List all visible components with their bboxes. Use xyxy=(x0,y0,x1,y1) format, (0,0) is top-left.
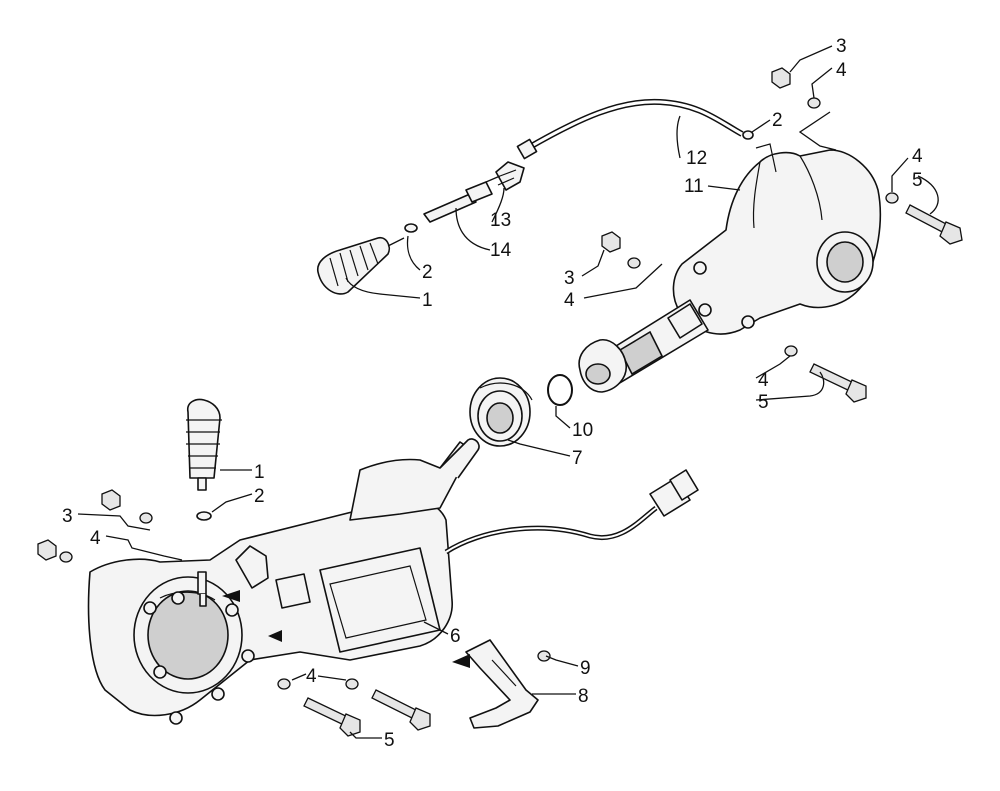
direction-arrow-mid xyxy=(268,630,282,642)
nut-left-upper xyxy=(101,489,153,524)
callout-4-lower: 4 xyxy=(758,370,769,391)
callout-2-left: 2 xyxy=(254,486,265,507)
leader-lines xyxy=(77,45,939,739)
callout-3-top: 3 xyxy=(836,36,847,57)
callout-4-right: 4 xyxy=(912,146,923,167)
bracket-screw xyxy=(537,650,551,662)
shift-bracket xyxy=(465,639,539,729)
rear-gear-case xyxy=(672,143,882,335)
e-clip-top xyxy=(742,130,754,140)
bolt-right-lower xyxy=(784,345,867,403)
callout-labels: 3 4 2 12 4 5 11 13 14 2 1 3 4 4 5 10 7 1… xyxy=(62,36,923,751)
e-clip-mid xyxy=(404,223,418,233)
callout-8: 8 xyxy=(578,686,589,707)
shift-boot-left xyxy=(186,398,222,491)
callout-13: 13 xyxy=(490,210,511,231)
shift-cable xyxy=(516,98,744,160)
callout-4-top: 4 xyxy=(836,60,847,81)
callout-12: 12 xyxy=(686,148,707,169)
e-clip-left xyxy=(196,511,212,521)
wiring-harness xyxy=(444,469,699,555)
nut-mid xyxy=(601,231,641,269)
callout-4-left: 4 xyxy=(90,528,101,549)
drive-shaft-boot xyxy=(469,377,533,447)
rear-drive-shaft xyxy=(578,299,709,393)
o-ring xyxy=(547,374,573,406)
callout-5-lower: 5 xyxy=(758,392,769,413)
callout-11: 11 xyxy=(684,176,704,197)
cable-bracket-clip xyxy=(495,161,525,191)
callout-1-left: 1 xyxy=(254,462,265,483)
callout-14: 14 xyxy=(490,240,512,261)
callout-3-mid: 3 xyxy=(564,268,575,289)
bolt-bottom-left xyxy=(277,678,361,737)
cable-end-rod xyxy=(423,175,501,223)
callout-7: 7 xyxy=(572,448,583,469)
nut-top xyxy=(771,67,791,89)
direction-arrow-left xyxy=(222,590,240,602)
callout-5-bottom: 5 xyxy=(384,730,395,751)
callout-2-mid: 2 xyxy=(422,262,433,283)
shift-boot-upper xyxy=(316,236,405,295)
callout-3-left: 3 xyxy=(62,506,73,527)
transmission-housing xyxy=(87,438,480,725)
callout-4-mid: 4 xyxy=(564,290,575,311)
washer-top xyxy=(807,97,821,109)
callout-2-top: 2 xyxy=(772,110,783,131)
callout-10: 10 xyxy=(572,420,593,441)
direction-arrow-bracket xyxy=(452,654,470,668)
callout-6: 6 xyxy=(450,626,461,647)
callout-5-right: 5 xyxy=(912,170,923,191)
callout-4-bottom: 4 xyxy=(306,666,317,687)
nut-left-lower xyxy=(37,539,73,563)
callout-1-top: 1 xyxy=(422,290,433,311)
callout-9: 9 xyxy=(580,658,591,679)
bolt-bottom-right xyxy=(345,678,431,731)
bolt-right-upper xyxy=(885,192,963,245)
